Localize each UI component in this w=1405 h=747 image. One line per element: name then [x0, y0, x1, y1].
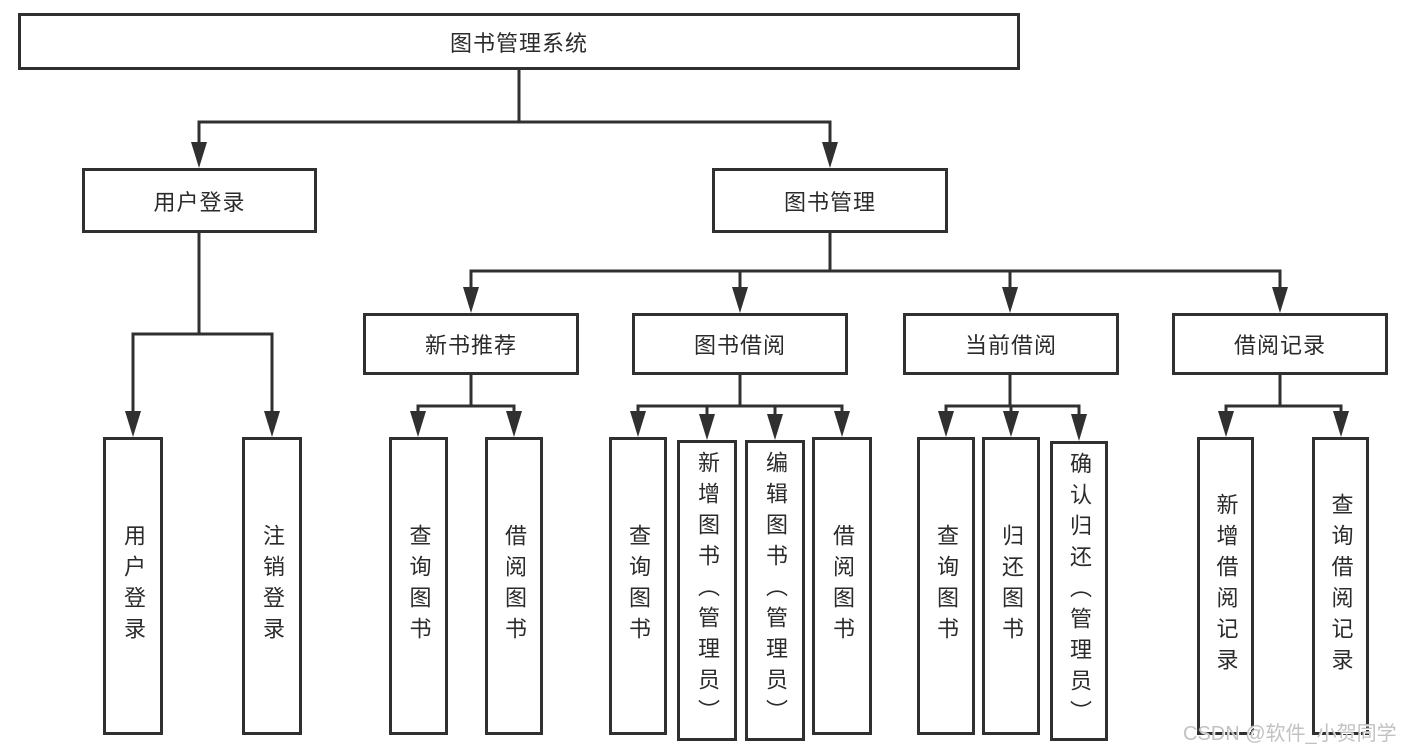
node-borrow-records: 借阅记录 — [1172, 313, 1388, 375]
leaf-borrow-books-recommend: 借阅图书 — [485, 437, 543, 735]
leaf-label: 归还图书 — [999, 524, 1024, 648]
connector-user-login-children — [131, 233, 274, 413]
arrowhead — [1002, 287, 1018, 313]
leaf-return-books: 归还图书 — [982, 437, 1040, 735]
arrowhead — [506, 411, 522, 437]
arrowhead — [938, 411, 954, 437]
leaf-borrow-books-borrow: 借阅图书 — [812, 437, 872, 735]
watermark: CSDN @软件_小贺同学 — [1183, 723, 1397, 745]
leaf-label: 用户登录 — [121, 524, 146, 648]
arrowhead — [767, 414, 783, 440]
leaf-query-books-borrow: 查询图书 — [609, 437, 667, 735]
arrowhead — [463, 287, 479, 313]
leaf-label: 新增图书（管理员） — [695, 451, 720, 730]
leaf-label: 编辑图书（管理员） — [763, 451, 788, 730]
leaf-label: 确认归还（管理员） — [1067, 451, 1092, 731]
leaf-label: 查询图书 — [626, 524, 651, 648]
node-current-borrow: 当前借阅 — [903, 313, 1119, 375]
leaf-add-borrow-record: 新增借阅记录 — [1197, 437, 1254, 735]
leaf-user-login: 用户登录 — [103, 437, 163, 735]
arrowhead — [1218, 411, 1234, 437]
arrowhead — [630, 411, 646, 437]
arrowhead — [125, 411, 141, 437]
leaf-label: 查询图书 — [934, 524, 959, 648]
connector-recommend-children — [416, 375, 516, 414]
arrowhead — [1272, 287, 1288, 313]
arrowhead — [1003, 411, 1019, 437]
node-new-book-recommend: 新书推荐 — [363, 313, 579, 375]
arrowhead — [191, 142, 207, 168]
leaf-edit-book-admin: 编辑图书（管理员） — [745, 440, 805, 741]
arrowhead — [264, 411, 280, 437]
leaf-label: 注销登录 — [260, 524, 285, 648]
leaf-label: 查询借阅记录 — [1328, 493, 1354, 679]
node-book-management: 图书管理 — [712, 168, 948, 233]
arrowhead — [732, 287, 748, 313]
arrowhead — [1071, 414, 1087, 441]
connector-borrow-children — [636, 375, 844, 416]
leaf-logout: 注销登录 — [242, 437, 302, 735]
leaf-label: 借阅图书 — [502, 524, 527, 648]
leaf-confirm-return-admin: 确认归还（管理员） — [1050, 441, 1108, 741]
node-user-login: 用户登录 — [82, 168, 317, 233]
leaf-query-borrow-record: 查询借阅记录 — [1312, 437, 1369, 735]
leaf-query-books-recommend: 查询图书 — [389, 437, 448, 735]
connector-book-mgmt-children — [469, 233, 1282, 289]
arrowhead — [822, 142, 838, 168]
arrowhead — [834, 411, 850, 437]
leaf-query-books-current: 查询图书 — [917, 437, 975, 735]
node-root: 图书管理系统 — [18, 13, 1020, 70]
node-book-borrow: 图书借阅 — [632, 313, 848, 375]
leaf-label: 查询图书 — [406, 524, 432, 648]
leaf-label: 借阅图书 — [830, 524, 855, 648]
leaf-label: 新增借阅记录 — [1213, 493, 1239, 679]
arrowhead — [1333, 411, 1349, 437]
arrowhead — [410, 411, 426, 437]
connector-root-to-level2 — [197, 70, 832, 144]
leaf-add-book-admin: 新增图书（管理员） — [677, 440, 737, 741]
connector-current-children — [944, 375, 1081, 416]
connector-records-children — [1224, 375, 1343, 414]
arrowhead — [699, 414, 715, 440]
